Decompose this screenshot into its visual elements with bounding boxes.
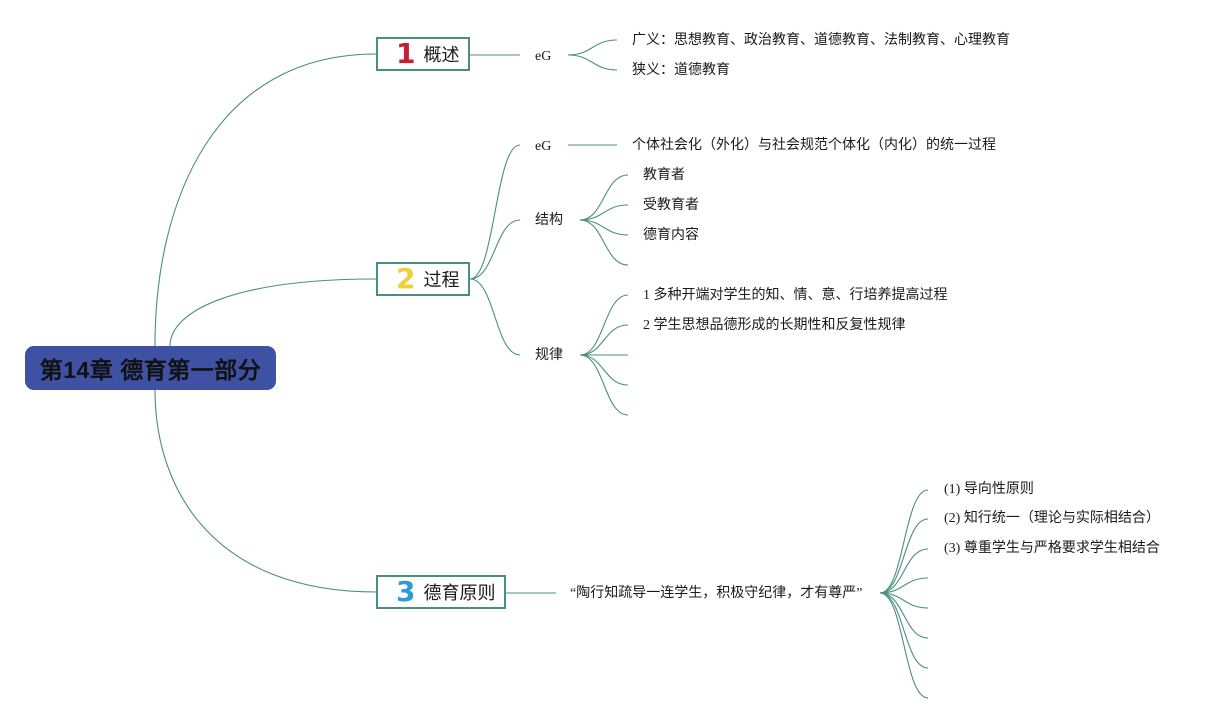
subtopic-structure[interactable]: 结构 xyxy=(535,213,563,228)
topic-overview[interactable]: 1 概述 xyxy=(376,37,470,71)
leaf-principle-3[interactable]: (3) 尊重学生与严格要求学生相结合 xyxy=(944,541,1160,556)
link-structure-leaf-1 xyxy=(579,204,629,221)
leaf-educatee[interactable]: 受教育者 xyxy=(643,198,699,213)
subtopic-eg-process[interactable]: eG xyxy=(535,139,552,154)
subtopic-mnemonic[interactable]: “陶行知疏导一连学生，积极守纪律，才有尊严” xyxy=(570,586,863,601)
leaf-moral-content[interactable]: 德育内容 xyxy=(643,228,699,243)
link-mnemonic-leaf-3 xyxy=(879,577,929,594)
link-process-structure xyxy=(469,219,521,280)
link-eg-broad xyxy=(567,39,618,56)
link-laws-leaf-1 xyxy=(579,324,629,356)
link-mnemonic-leaf-0 xyxy=(879,489,929,594)
root-topic[interactable]: 第14章 德育第一部分 xyxy=(25,346,276,390)
leaf-broad-sense[interactable]: 广义：思想教育、政治教育、道德教育、法制教育、心理教育 xyxy=(632,33,1010,48)
leaf-narrow-sense[interactable]: 狭义：道德教育 xyxy=(632,63,730,78)
leaf-law-2[interactable]: 2 学生思想品德形成的长期性和反复性规律 xyxy=(643,318,906,333)
number-three-icon: 3 xyxy=(396,575,416,608)
topic-process[interactable]: 2 过程 xyxy=(376,262,470,296)
link-root-process xyxy=(169,278,377,347)
link-structure-leaf-2 xyxy=(579,219,629,236)
link-structure-leaf-3 xyxy=(579,219,629,266)
leaf-principle-2[interactable]: (2) 知行统一（理论与实际相结合） xyxy=(944,511,1160,526)
link-mnemonic-leaf-6 xyxy=(879,592,929,669)
topic-principles[interactable]: 3 德育原则 xyxy=(376,575,506,609)
root-title: 第14章 德育第一部分 xyxy=(39,357,262,383)
leaf-socialization[interactable]: 个体社会化（外化）与社会规范个体化（内化）的统一过程 xyxy=(632,138,996,153)
link-laws-leaf-0 xyxy=(579,294,629,356)
link-mnemonic-leaf-1 xyxy=(879,518,929,594)
number-one-icon: 1 xyxy=(396,37,416,70)
link-process-laws xyxy=(469,278,521,356)
leaf-educator[interactable]: 教育者 xyxy=(643,168,685,183)
topic-overview-title: 概述 xyxy=(423,45,460,66)
link-process-eg xyxy=(469,144,521,280)
link-structure-leaf-0 xyxy=(579,174,629,221)
link-mnemonic-leaf-2 xyxy=(879,548,929,594)
topic-process-title: 过程 xyxy=(423,270,460,291)
number-two-icon: 2 xyxy=(396,262,416,295)
link-laws-leaf-4 xyxy=(579,354,629,416)
link-eg-narrow xyxy=(567,54,618,71)
link-mnemonic-leaf-5 xyxy=(879,592,929,639)
link-mnemonic-leaf-7 xyxy=(879,592,929,699)
link-root-principles xyxy=(154,389,377,593)
topic-principles-title: 德育原则 xyxy=(423,583,496,604)
leaf-principle-1[interactable]: (1) 导向性原则 xyxy=(944,482,1034,497)
subtopic-laws[interactable]: 规律 xyxy=(535,348,563,363)
leaf-law-1[interactable]: 1 多种开端对学生的知、情、意、行培养提高过程 xyxy=(643,288,948,303)
link-laws-leaf-3 xyxy=(579,354,629,386)
subtopic-eg-overview[interactable]: eG xyxy=(535,49,552,64)
link-root-overview xyxy=(154,53,377,347)
